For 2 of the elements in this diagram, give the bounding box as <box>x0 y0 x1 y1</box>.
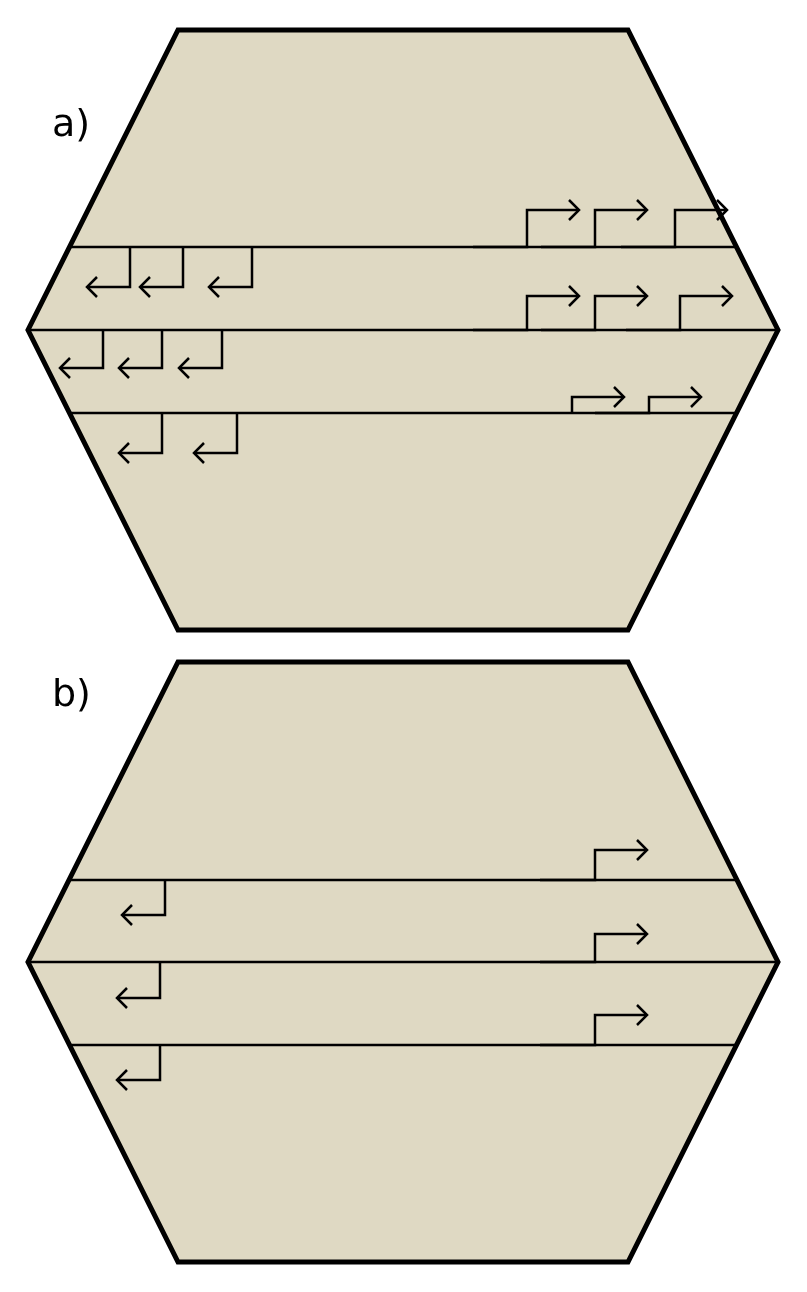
panel-label: a) <box>52 104 91 142</box>
panel-label: b) <box>52 674 91 712</box>
